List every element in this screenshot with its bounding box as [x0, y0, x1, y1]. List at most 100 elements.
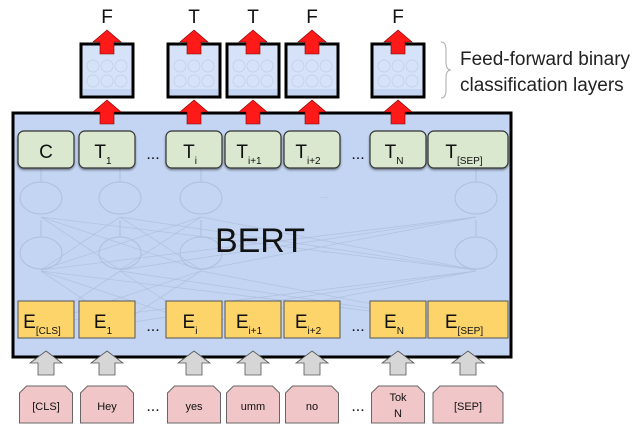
red-up-arrow-icon [238, 99, 268, 125]
cross-edge [119, 216, 202, 271]
output-token-box [369, 130, 427, 169]
ff-node [377, 74, 391, 88]
ff-node [114, 59, 128, 73]
embedding-box [78, 300, 136, 339]
ff-classifier-base [374, 89, 422, 95]
embedding-box [369, 300, 427, 339]
output-token-label: T[SEP] [445, 142, 482, 167]
hidden-ellipsis: ... [321, 245, 329, 256]
ff-node [114, 74, 128, 88]
ff-node [246, 74, 260, 88]
ff-node [319, 74, 333, 88]
ff-node [405, 74, 419, 88]
gray-up-arrow-icon [294, 350, 330, 376]
cross-edge [119, 216, 477, 271]
embedding-box [224, 300, 282, 339]
ff-classifier-base [83, 89, 131, 95]
ff-node [173, 59, 187, 73]
output-ellipsis: ... [146, 146, 159, 163]
ff-node [291, 74, 305, 88]
output-token-box [224, 130, 282, 169]
gray-up-arrow-icon [380, 350, 416, 376]
input-token-box [432, 385, 504, 424]
token-column: CE[CLS][CLS] [17, 130, 75, 424]
ff-node [100, 59, 114, 73]
output-token-label: Ti+2 [295, 142, 321, 167]
output-token-box [283, 130, 341, 169]
input-token-box [19, 385, 73, 424]
input-token-text: N [394, 408, 402, 420]
output-token-box [165, 130, 223, 169]
ff-node [173, 74, 187, 88]
embedding-box [165, 300, 223, 339]
hidden-ellipsis: ... [321, 190, 329, 201]
classification-output-label: T [188, 7, 200, 28]
cross-edge [40, 216, 202, 271]
embedding-ellipsis: ... [146, 318, 159, 335]
embedding-label: EN [384, 312, 404, 337]
embedding-box [283, 300, 341, 339]
red-up-arrow-icon [92, 29, 122, 55]
ff-node [305, 59, 319, 73]
classification-output-label: F [306, 7, 318, 28]
token-ellipsis: ... [351, 398, 364, 415]
ff-classifier-base [229, 89, 277, 95]
input-token-box [371, 385, 425, 424]
red-up-arrow-icon [297, 99, 327, 125]
ff-node [187, 59, 201, 73]
input-token-box [80, 385, 134, 424]
ff-node [100, 74, 114, 88]
ff-node [86, 74, 100, 88]
cross-edge [40, 216, 121, 271]
gray-up-arrow-icon [450, 350, 486, 376]
ff-node [291, 59, 305, 73]
ff-node [86, 59, 100, 73]
gray-up-arrow-icon [89, 350, 125, 376]
ff-node [319, 59, 333, 73]
embedding-label: Ei+1 [236, 312, 263, 337]
ff-node [201, 74, 215, 88]
output-ellipsis: ... [351, 146, 364, 163]
red-up-arrow-icon [179, 29, 209, 55]
cross-edge [200, 216, 477, 271]
ff-classifier-base [170, 89, 218, 95]
gray-up-arrow-icon [176, 350, 212, 376]
input-token-text: Tok [389, 392, 407, 404]
ff-legend-line2: classification layers [460, 75, 624, 96]
ff-legend-line1: Feed-forward binary [460, 49, 631, 70]
red-up-arrow-icon [383, 29, 413, 55]
ff-node [391, 59, 405, 73]
gray-up-arrow-icon [28, 350, 64, 376]
gray-up-arrow-icon [235, 350, 271, 376]
output-token-label: TN [385, 142, 404, 167]
input-token-text: [SEP] [454, 401, 482, 413]
embedding-label: Ei [183, 312, 198, 337]
ff-classifier-base [288, 89, 336, 95]
output-token-box [17, 130, 75, 169]
embedding-label: E1 [94, 312, 113, 337]
input-token-text: umm [241, 401, 265, 413]
ff-node [391, 74, 405, 88]
ff-legend: Feed-forward binary classification layer… [460, 47, 630, 99]
ff-node [305, 74, 319, 88]
cross-edge [40, 216, 477, 271]
input-token-text: no [306, 401, 318, 413]
input-token-text: yes [185, 401, 203, 413]
output-token-box [78, 130, 136, 169]
ff-node [187, 74, 201, 88]
red-up-arrow-icon [92, 99, 122, 125]
ff-node [377, 59, 391, 73]
embedding-label: E[SEP] [445, 312, 483, 337]
ff-node [201, 59, 215, 73]
ellipsis-column: ......... [146, 146, 159, 415]
embedding-label: E[CLS] [23, 312, 61, 337]
token-column: T[SEP] E[SEP] [SEP] [427, 130, 509, 424]
ff-node [260, 59, 274, 73]
classification-output-label: T [247, 7, 259, 28]
classification-output-label: F [101, 7, 113, 28]
ff-node [232, 59, 246, 73]
legend-brace [440, 41, 452, 99]
